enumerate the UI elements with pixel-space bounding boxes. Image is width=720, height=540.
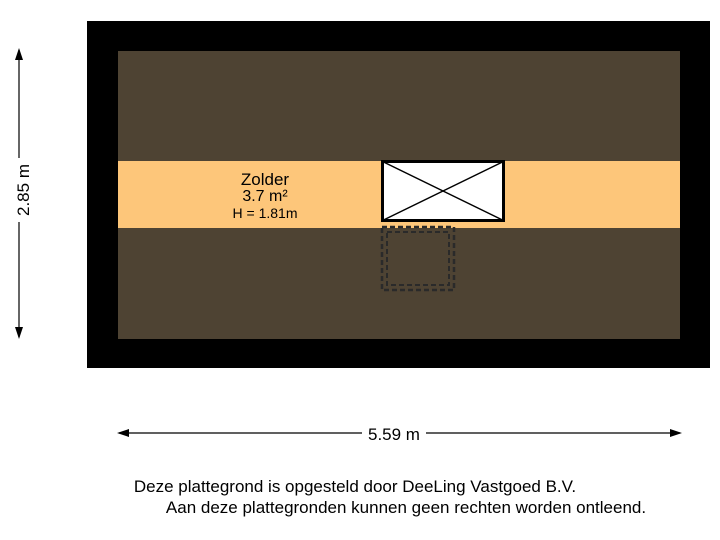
disclaimer-line-2: Aan deze plattegronden kunnen geen recht… [165, 498, 647, 517]
width-dimension: 5.59 m [362, 425, 426, 445]
disclaimer-line-1: Deze plattegrond is opgesteld door DeeLi… [133, 477, 577, 496]
stair-opening [381, 160, 505, 222]
depth-dimension: 2.85 m [14, 158, 34, 222]
room-area: 3.7 m² [242, 188, 288, 205]
room-height: H = 1.81m [232, 205, 298, 221]
room-name: Zolder [240, 170, 290, 189]
stair-outline-dashed [380, 225, 456, 292]
